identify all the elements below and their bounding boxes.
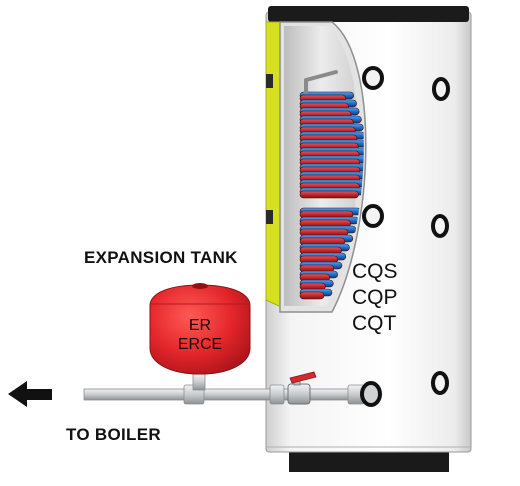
expansion-tank: [149, 283, 251, 391]
bracket-lower: [266, 210, 273, 224]
flow-arrow-icon: [8, 381, 52, 407]
pipe-tank-inlet: [360, 381, 382, 407]
water-heater-tank: [265, 6, 472, 472]
expansion-tank-body: [149, 284, 251, 375]
tank-top-cap: [268, 6, 469, 22]
fitting-right-bottom: [431, 371, 449, 395]
expansion-tank-badge-line1: ER: [188, 317, 212, 334]
model-name: CQP: [352, 286, 398, 309]
boiler-pipe: [83, 381, 382, 407]
fitting-coil-top: [362, 66, 384, 90]
expansion-tank-badge-line2: ERCE: [177, 336, 223, 353]
ball-valve: [287, 371, 317, 405]
coil-loop-hot: [299, 190, 359, 199]
heat-exchanger-coils: [299, 91, 364, 300]
expansion-tank-badge: ER ERCE: [170, 316, 230, 354]
valve-handle: [289, 371, 317, 384]
model-name: CQT: [352, 312, 397, 335]
model-name: CQS: [352, 260, 398, 283]
coil-loop-hot: [299, 291, 325, 300]
bracket-upper: [266, 74, 273, 88]
model-list: CQS CQP CQT: [352, 259, 398, 337]
tank-cutaway: [265, 21, 367, 313]
expansion-tank-label: EXPANSION TANK: [84, 248, 238, 267]
to-boiler-label: TO BOILER: [66, 425, 161, 444]
fitting-coil-bottom: [362, 204, 384, 228]
fitting-right-top: [432, 77, 450, 101]
fitting-right-middle: [431, 214, 449, 238]
